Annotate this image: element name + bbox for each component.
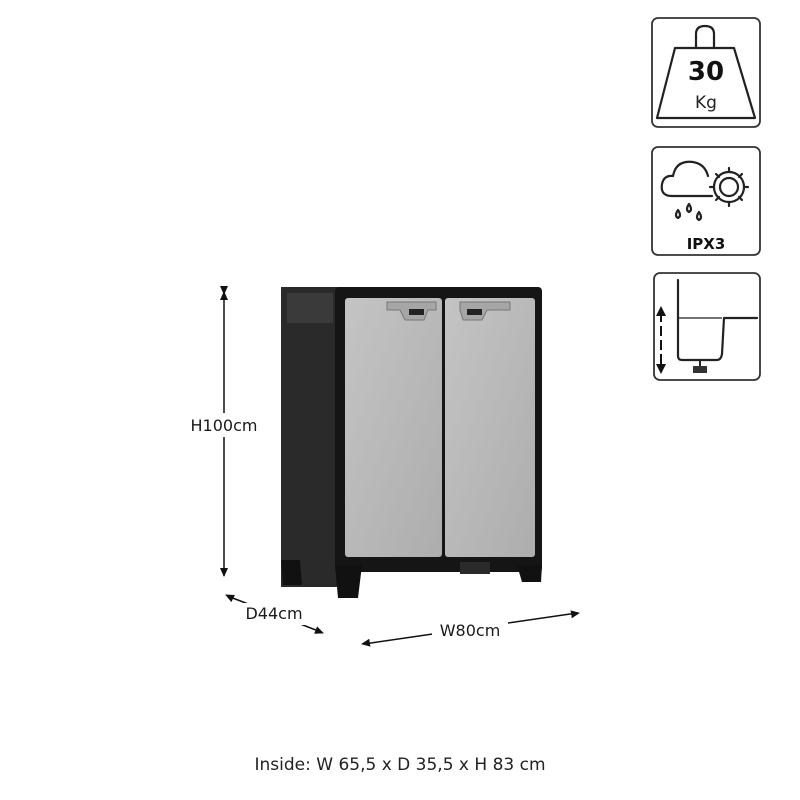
load-value: 30 xyxy=(688,57,724,87)
cabinet-image xyxy=(281,287,542,598)
width-label: W80cm xyxy=(440,621,501,640)
height-label: H100cm xyxy=(191,416,258,435)
weight-icon: 30 Kg xyxy=(651,17,761,128)
right-handle xyxy=(459,301,511,321)
weather-resistant-icon: IPX3 xyxy=(651,146,761,256)
ip-rating: IPX3 xyxy=(687,235,726,253)
adjustable-feet-icon xyxy=(653,272,761,381)
right-door xyxy=(445,298,535,557)
left-door xyxy=(345,298,442,557)
depth-label: D44cm xyxy=(245,604,302,623)
inside-dimensions: Inside: W 65,5 x D 35,5 x H 83 cm xyxy=(254,755,545,775)
load-unit: Kg xyxy=(695,93,717,113)
